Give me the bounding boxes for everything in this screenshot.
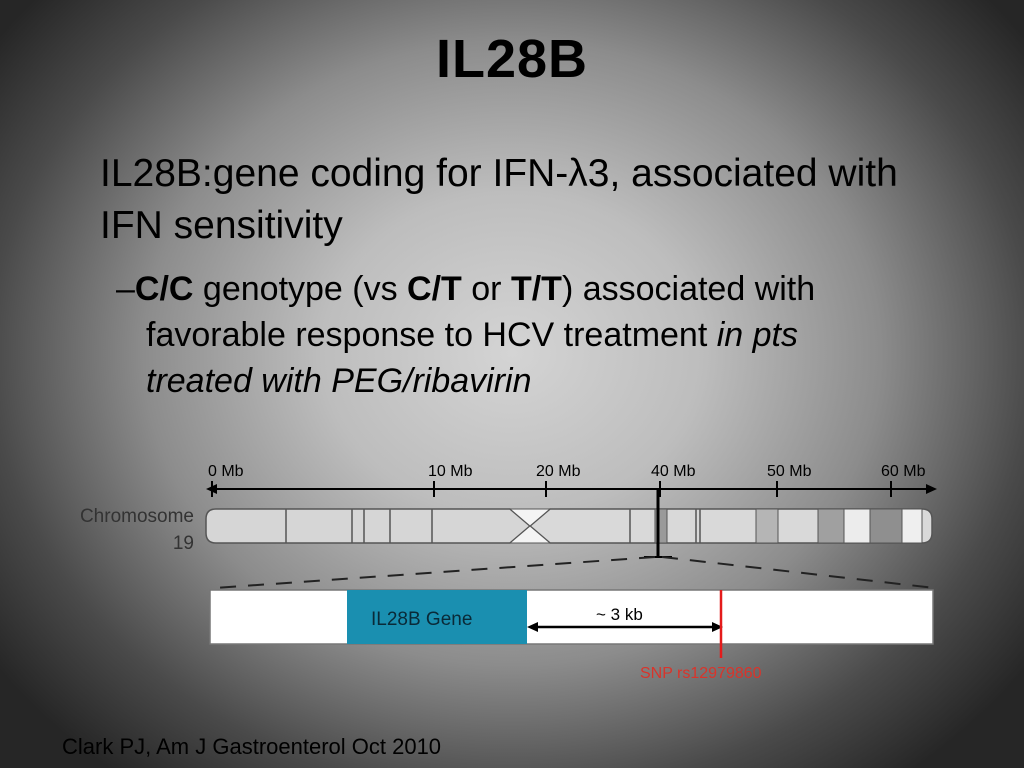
tick-label-40mb: 40 Mb xyxy=(651,463,696,480)
chromosome-number-label: 19 xyxy=(173,533,194,554)
genotype-cc: C/C xyxy=(134,270,194,308)
tick-label-0mb: 0 Mb xyxy=(208,463,244,480)
dash-marker: – xyxy=(116,270,135,308)
zoom-line-right xyxy=(661,556,936,589)
chromosome-19-ideogram xyxy=(205,508,933,544)
genotype-ct: C/T xyxy=(407,270,462,308)
distance-label: ~ 3 kb xyxy=(596,605,643,624)
zoomed-region xyxy=(209,589,934,645)
il28b-gene-label: IL28B Gene xyxy=(371,609,472,630)
text-or: or xyxy=(461,270,511,308)
bullet-genotype: –C/C genotype (vs C/T or T/T) associated… xyxy=(116,266,956,404)
citation: Clark PJ, Am J Gastroenterol Oct 2010 xyxy=(62,734,442,759)
slide-title: IL28B xyxy=(435,29,589,89)
genotype-tt: T/T xyxy=(510,270,562,308)
bullet-gene-description: IL28B:gene coding for IFN-λ3, associated… xyxy=(100,152,898,247)
tick-label-20mb: 20 Mb xyxy=(536,463,581,480)
text-favorable-response: favorable response to HCV treatment xyxy=(146,316,717,354)
il28b-gene-box xyxy=(347,590,527,644)
mb-axis xyxy=(206,481,937,497)
tick-label-60mb: 60 Mb xyxy=(881,463,926,480)
chromosome-label: Chromosome xyxy=(80,506,194,527)
zoom-line-left xyxy=(214,556,656,589)
tick-label-10mb: 10 Mb xyxy=(428,463,473,480)
tick-label-50mb: 50 Mb xyxy=(767,463,812,480)
text-associated: ) associated with xyxy=(561,270,816,308)
text-in-pts: in pts xyxy=(716,316,798,354)
text-genotype-vs: genotype (vs xyxy=(193,270,408,308)
text-treated-with: treated with PEG/ribavirin xyxy=(146,362,532,400)
snp-label: SNP rs12979860 xyxy=(640,665,762,682)
